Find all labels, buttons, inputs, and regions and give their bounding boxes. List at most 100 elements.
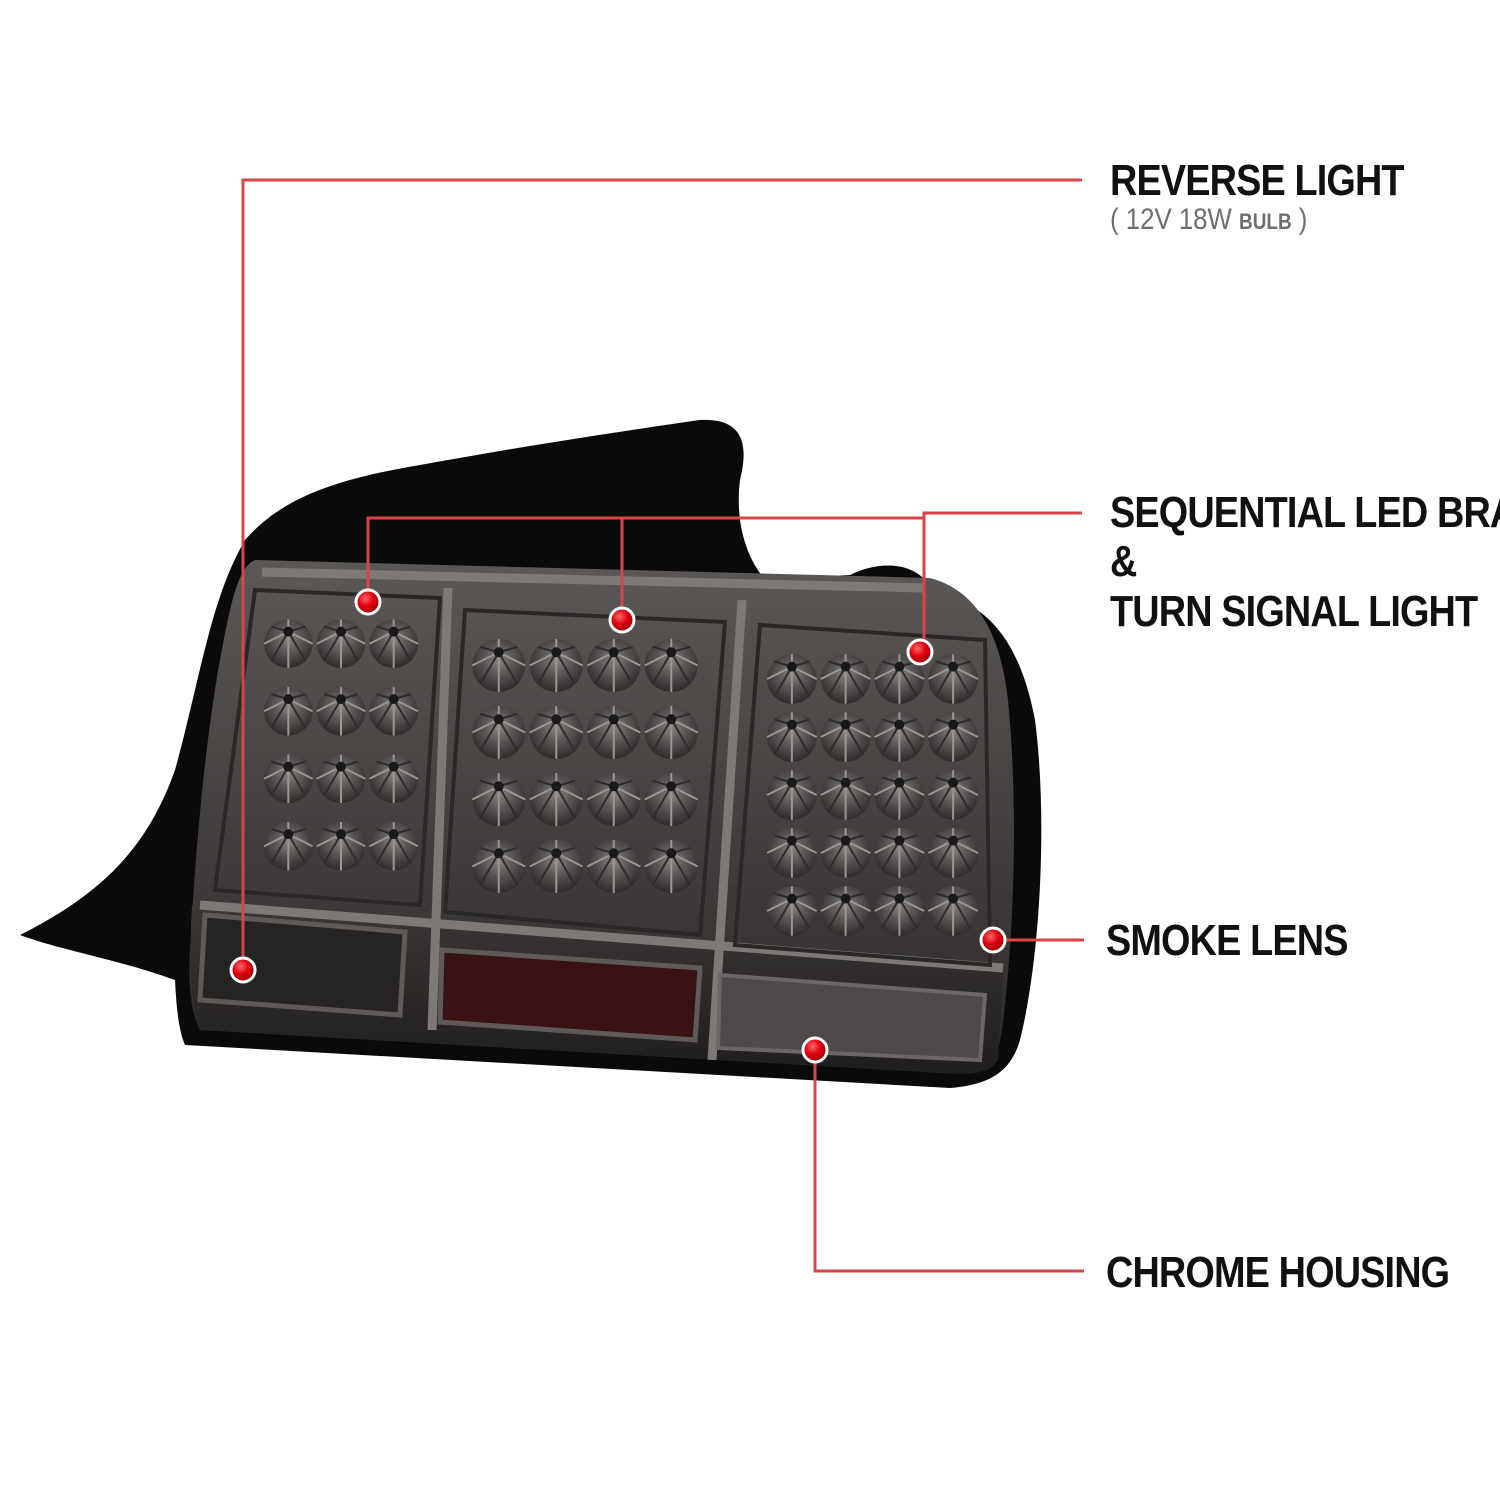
- led-facet: [375, 631, 395, 662]
- led-facet: [270, 766, 290, 797]
- led-emitter: [786, 777, 797, 788]
- led-facet: [952, 898, 972, 929]
- led-facet: [827, 724, 847, 755]
- reverse-light-leader: [241, 178, 1082, 970]
- led-facet: [898, 840, 918, 871]
- led-facet: [375, 698, 395, 729]
- led-facet: [670, 718, 691, 752]
- led-facet: [392, 766, 412, 797]
- led-facet: [934, 666, 954, 697]
- led-emitter: [894, 661, 905, 672]
- led-emitter: [283, 761, 294, 772]
- led-facet: [392, 698, 412, 729]
- led-facet: [594, 651, 615, 685]
- led-emitter: [786, 661, 797, 672]
- led-emitter: [666, 647, 677, 658]
- led-facet: [594, 718, 615, 752]
- led-facet: [670, 785, 691, 819]
- led-facet: [497, 651, 519, 685]
- led-facet: [594, 852, 615, 886]
- led-emitter: [283, 694, 294, 705]
- sequential-dot-center: [608, 606, 636, 634]
- led-facet: [479, 651, 500, 685]
- led-facet: [536, 718, 558, 752]
- led-facet: [323, 833, 342, 864]
- led-facet: [479, 852, 500, 886]
- led-facet: [479, 785, 500, 819]
- led-facet: [612, 852, 634, 886]
- chrome-housing-label: CHROME HOUSING: [1106, 1248, 1450, 1297]
- led-facet: [651, 785, 673, 819]
- led-emitter: [894, 777, 905, 788]
- led-facet: [555, 852, 576, 886]
- led-emitter: [608, 848, 619, 859]
- led-facet: [612, 651, 634, 685]
- led-emitter: [388, 761, 399, 772]
- led-emitter: [666, 848, 677, 859]
- led-facet: [651, 718, 673, 752]
- led-facet: [323, 698, 342, 729]
- led-emitter: [840, 777, 851, 788]
- led-facet: [340, 631, 359, 662]
- callout-dots: [229, 588, 1007, 1064]
- led-emitter: [948, 777, 959, 788]
- led-emitter: [388, 626, 399, 637]
- led-facet: [651, 651, 673, 685]
- reverse-light-dot: [229, 956, 257, 984]
- led-emitter: [894, 719, 905, 730]
- led-emitter: [840, 893, 851, 904]
- callout-lines: [241, 178, 1084, 1273]
- led-facet: [287, 766, 307, 797]
- smoke-lens-label: SMOKE LENS: [1106, 916, 1348, 965]
- led-facet: [479, 718, 500, 752]
- led-emitter: [948, 719, 959, 730]
- sequential-line-1: SEQUENTIAL LED BRAKE: [1110, 488, 1500, 537]
- led-facet: [612, 785, 634, 819]
- sequential-leader: [922, 511, 1082, 652]
- led-facet: [952, 840, 972, 871]
- led-facet: [670, 651, 691, 685]
- led-facet: [340, 766, 359, 797]
- led-emitter: [948, 661, 959, 672]
- led-facet: [670, 852, 691, 886]
- led-emitter: [551, 647, 562, 658]
- smoke-lens-dot: [979, 926, 1007, 954]
- led-facet: [323, 631, 342, 662]
- led-facet: [287, 833, 307, 864]
- led-facet: [952, 724, 972, 755]
- led-facet: [827, 898, 847, 929]
- led-facet: [392, 631, 412, 662]
- led-emitter: [493, 848, 504, 859]
- spec-close: ): [1291, 203, 1308, 236]
- led-emitter: [493, 714, 504, 725]
- sequential-line-3: TURN SIGNAL LIGHT: [1110, 586, 1478, 636]
- led-facet: [791, 840, 811, 871]
- led-facet: [773, 840, 793, 871]
- led-emitter: [493, 781, 504, 792]
- led-facet: [536, 852, 558, 886]
- led-facet: [555, 718, 576, 752]
- led-emitter: [493, 647, 504, 658]
- led-facet: [881, 840, 901, 871]
- led-facet: [952, 666, 972, 697]
- sequential-line-2: &: [1110, 537, 1137, 587]
- led-facet: [791, 666, 811, 697]
- clear-lower-cell: [715, 972, 988, 1063]
- led-facet: [827, 840, 847, 871]
- led-emitter: [894, 835, 905, 846]
- led-emitter: [551, 781, 562, 792]
- led-emitter: [840, 835, 851, 846]
- led-emitter: [336, 626, 346, 637]
- led-emitter: [786, 893, 797, 904]
- led-facet: [323, 766, 342, 797]
- led-emitter: [388, 694, 399, 705]
- led-facet: [881, 724, 901, 755]
- led-emitter: [608, 781, 619, 792]
- led-facet: [375, 766, 395, 797]
- led-facet: [497, 785, 519, 819]
- reverse-light-label: REVERSE LIGHT: [1110, 156, 1405, 205]
- led-facet: [340, 833, 359, 864]
- led-facet: [844, 666, 864, 697]
- led-emitter: [840, 661, 851, 672]
